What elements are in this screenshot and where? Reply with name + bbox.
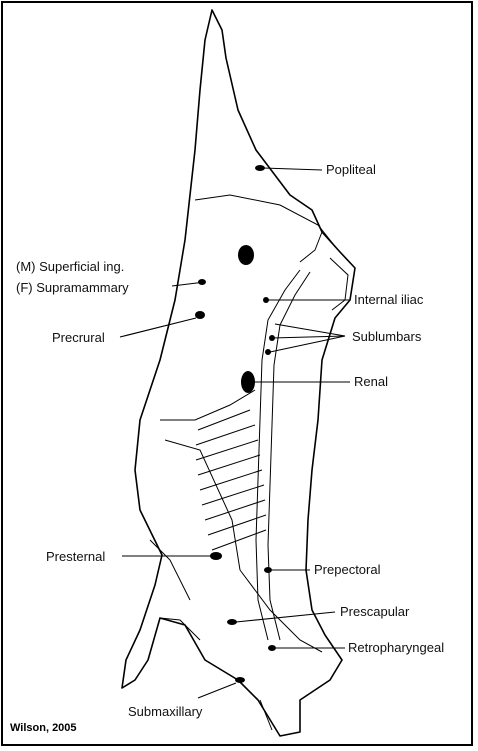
label-superficial-ing: (M) Superficial ing. <box>16 259 124 274</box>
sublumbars-leader-3 <box>274 323 346 337</box>
label-prepectoral: Prepectoral <box>314 562 381 577</box>
submaxillary-leader <box>197 682 237 699</box>
precrural-leader <box>119 317 197 338</box>
label-prescapular: Prescapular <box>340 604 410 619</box>
sublumbars-leader-1 <box>271 335 346 339</box>
carcass-outline <box>121 9 356 737</box>
ribs <box>195 409 267 551</box>
credit: Wilson, 2005 <box>10 722 77 734</box>
label-internal-iliac: Internal iliac <box>354 292 424 307</box>
label-precrural: Precrural <box>52 330 105 345</box>
label-renal: Renal <box>354 374 388 389</box>
popliteal-leader <box>262 167 323 171</box>
labels: Popliteal (M) Superficial ing. (F) Supra… <box>16 162 444 719</box>
label-sublumbars: Sublumbars <box>352 329 422 344</box>
prescapular-leader <box>235 611 336 623</box>
label-supramammary: (F) Supramammary <box>16 280 129 295</box>
lymph-nodes <box>195 165 276 683</box>
label-submaxillary: Submaxillary <box>128 704 203 719</box>
label-presternal: Presternal <box>46 549 105 564</box>
label-popliteal: Popliteal <box>326 162 376 177</box>
leader-lines <box>119 167 350 699</box>
label-retropharyngeal: Retropharyngeal <box>348 640 444 655</box>
supramammary-leader <box>171 281 206 287</box>
sublumbars-leader-2 <box>269 335 346 353</box>
